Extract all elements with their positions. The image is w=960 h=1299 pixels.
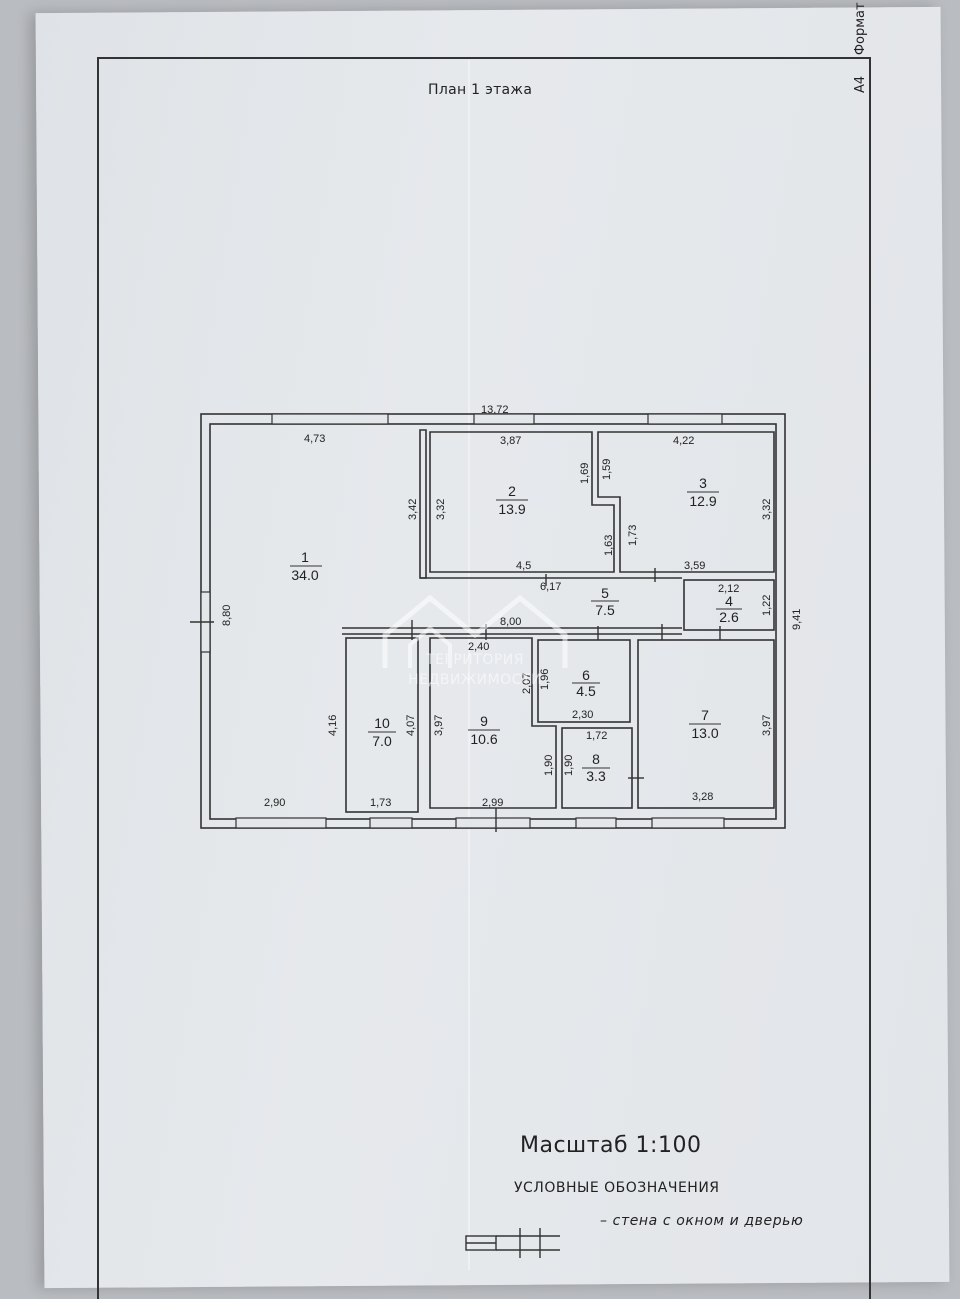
dim-r1-top: 4,73: [304, 433, 325, 445]
room-label-8: 8 3.3: [582, 751, 610, 784]
dim-r1-bottom: 2,90: [264, 797, 285, 809]
window-r1-bottom: [235, 817, 327, 829]
watermark-line1: ТЕРРИТОРИЯ: [426, 652, 524, 668]
window-r7-bottom: [651, 817, 725, 829]
window-r1-top: [271, 413, 389, 425]
scale-label: Масштаб 1:100: [520, 1133, 702, 1158]
dim-r3-right: 3,32: [761, 499, 773, 520]
room-label-10: 10 7.0: [368, 715, 396, 749]
dim-r7-right: 3,97: [761, 715, 773, 736]
room10-outline: [345, 637, 419, 813]
watermark-logo: ТЕРРИТОРИЯ НЕДВИЖИМОСТИ: [380, 590, 570, 720]
dim-r9-left: 3,97: [433, 715, 445, 736]
room-number: 6: [582, 667, 590, 683]
room9-outline: [429, 637, 557, 809]
dim-r4-top: 2,12: [718, 583, 739, 595]
dim-r5-bottom: 8,00: [500, 616, 521, 628]
plan-title: План 1 этажа: [428, 82, 533, 98]
dim-overall-width: 13,72: [481, 404, 509, 416]
dim-r4-right: 1,22: [761, 595, 773, 616]
room-area: 7.5: [595, 602, 615, 618]
watermark-line2: НЕДВИЖИМОСТИ: [408, 672, 542, 688]
room-number: 3: [699, 475, 707, 491]
room-number: 9: [480, 713, 488, 729]
room-area: 13.9: [498, 501, 525, 517]
doors: [190, 568, 721, 832]
dim-r1-lower: 4,16: [327, 715, 339, 736]
room-area: 3.3: [586, 768, 606, 784]
dim-r3-left-a: 1,59: [601, 459, 613, 480]
dim-r2-right-b: 1,63: [603, 535, 615, 556]
room-number: 1: [301, 549, 309, 565]
room-label-6: 6 4.5: [572, 667, 600, 699]
room6-outline: [537, 639, 631, 723]
dim-overall-height: 9,41: [791, 609, 803, 630]
legend-item-text: – стена с окном и дверью: [600, 1213, 804, 1229]
window-r10-bottom: [369, 817, 413, 829]
room-number: 2: [508, 483, 516, 499]
dim-r8-left-a: 1,90: [543, 755, 555, 776]
legend-symbol: [465, 1228, 560, 1258]
dim-r3-left-b: 1,73: [627, 525, 639, 546]
legend-title: УСЛОВНЫЕ ОБОЗНАЧЕНИЯ: [514, 1180, 720, 1196]
room-label-1: 1 34.0: [290, 549, 322, 583]
dim-r10-bottom: 1,73: [370, 797, 391, 809]
room-label-2: 2 13.9: [496, 483, 528, 517]
room-area: 34.0: [291, 567, 318, 583]
window-r9-bottom: [455, 817, 531, 829]
room8-outline: [561, 727, 633, 809]
dim-r8-left-b: 1,90: [563, 755, 575, 776]
dim-r2-right-a: 1,69: [579, 463, 591, 484]
dim-r10-right: 4,07: [405, 715, 417, 736]
room-number: 8: [592, 751, 600, 767]
room-label-3: 3 12.9: [687, 475, 719, 509]
room3-outline: [597, 431, 775, 573]
room-label-5: 5 7.5: [591, 585, 619, 618]
room-label-4: 4 2.6: [716, 593, 742, 625]
room2-outline: [429, 431, 615, 573]
room7-outline: [637, 639, 775, 809]
dim-r9-bottom: 2,99: [482, 797, 503, 809]
room-area: 4.5: [576, 683, 596, 699]
room-area: 13.0: [691, 725, 718, 741]
dim-r3-top: 4,22: [673, 435, 694, 447]
dim-r2-bottom: 4,5: [516, 560, 531, 572]
wall-r1-r2: [419, 429, 427, 579]
dim-r2-left: 3,32: [435, 499, 447, 520]
dim-r8-top: 1,72: [586, 730, 607, 742]
room-number: 7: [701, 707, 709, 723]
dim-r5-top: 6,17: [540, 581, 561, 593]
room-area: 10.6: [470, 731, 497, 747]
room-label-7: 7 13.0: [689, 707, 721, 741]
dim-r1-height: 8,80: [221, 605, 233, 626]
room-label-9: 9 10.6: [468, 713, 500, 747]
room-number: 10: [374, 715, 390, 731]
dim-r6-left-a: 2,07: [521, 673, 533, 694]
window-r2-top: [473, 413, 535, 425]
room-number: 5: [601, 585, 609, 601]
room-area: 7.0: [372, 733, 392, 749]
watermark-house-icon: [382, 594, 568, 668]
paper-fold: [468, 60, 470, 1270]
dim-r6-left-b: 1,96: [539, 669, 551, 690]
dim-r7-bottom: 3,28: [692, 791, 713, 803]
window-r3-top: [647, 413, 723, 425]
room-area: 12.9: [689, 493, 716, 509]
dim-r6-bottom: 2,30: [572, 709, 593, 721]
window-r8-bottom: [575, 817, 617, 829]
room-number: 4: [725, 593, 733, 609]
room-area: 2.6: [719, 609, 739, 625]
dim-r1-right: 3,42: [407, 499, 419, 520]
room4-outline: [683, 579, 775, 631]
dim-r6-top: 2,40: [468, 641, 489, 653]
drawing-frame: [97, 57, 871, 1299]
dim-r3-bottom: 3,59: [684, 560, 705, 572]
dim-r2-top: 3,87: [500, 435, 521, 447]
